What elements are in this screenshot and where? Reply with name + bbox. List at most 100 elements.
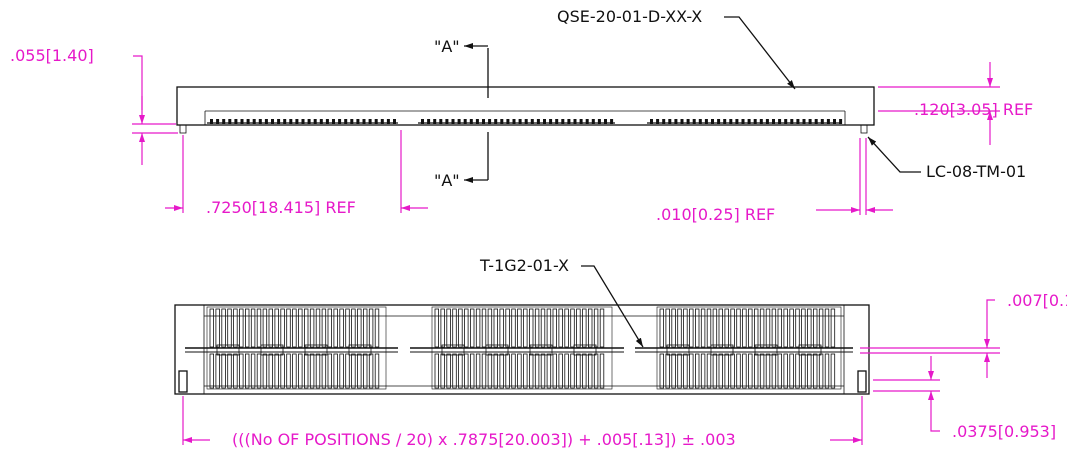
side-pin	[277, 119, 281, 124]
side-pin	[668, 119, 672, 124]
side-pin	[482, 119, 485, 124]
side-pin	[368, 119, 372, 124]
side-pin	[319, 119, 323, 124]
body-height-dimension: .120[3.05] REF	[914, 100, 1033, 119]
side-pin	[820, 119, 824, 124]
side-pin	[772, 119, 775, 124]
terminal-bank	[185, 306, 398, 390]
side-pin	[753, 119, 757, 124]
side-pin	[826, 119, 830, 124]
side-pin	[585, 119, 589, 124]
side-pin	[439, 119, 443, 124]
side-pin	[536, 119, 540, 124]
side-pin	[549, 119, 553, 124]
side-pin	[591, 119, 595, 124]
side-pin	[790, 119, 794, 124]
overall-length-dimension: (((No OF POSITIONS / 20) x .7875[20.003]…	[232, 430, 736, 449]
side-pin	[506, 119, 510, 124]
side-pin	[216, 119, 220, 124]
side-pin	[325, 119, 329, 124]
part-callouts: QSE-20-01-D-XX-X LC-08-TM-01 T-1G2-01-X	[479, 7, 1026, 348]
side-pin	[814, 119, 818, 124]
section-label-top: "A"	[434, 37, 460, 56]
side-view	[176, 86, 875, 134]
side-pin	[234, 119, 238, 124]
side-pin	[711, 119, 714, 124]
side-pin	[393, 119, 396, 124]
side-pin	[451, 119, 455, 124]
section-label-bottom: "A"	[434, 171, 460, 190]
side-pin	[264, 119, 268, 124]
top-view-body	[174, 304, 870, 395]
side-pin	[386, 119, 390, 124]
side-pin	[283, 119, 287, 124]
side-pin	[338, 119, 342, 124]
side-pin	[301, 119, 305, 124]
post-offset-dimension: .010[0.25] REF	[656, 205, 775, 224]
side-pin	[350, 119, 354, 124]
side-pin	[555, 119, 559, 124]
side-pin	[332, 119, 335, 124]
side-pin	[500, 119, 504, 124]
terminal-gap-dimension: .007[0.18]	[1007, 291, 1067, 310]
side-pin	[344, 119, 348, 124]
side-pin	[374, 119, 378, 124]
section-line-a: "A" "A"	[434, 37, 489, 190]
top-left-locator-post	[178, 370, 188, 393]
side-pin	[741, 119, 745, 124]
side-pin	[463, 119, 467, 124]
side-pin	[573, 119, 577, 124]
side-pin	[362, 119, 366, 124]
bank-pitch-dimension: .7250[18.415] REF	[206, 198, 356, 217]
side-pin	[307, 119, 311, 124]
side-pin	[680, 119, 684, 124]
left-locator-post	[179, 124, 187, 134]
side-pin	[674, 119, 678, 124]
top-view	[174, 304, 870, 395]
post-spacing-dimension: .0375[0.953]	[952, 422, 1056, 441]
side-pin	[494, 119, 498, 124]
side-pin	[457, 119, 461, 124]
side-view-body	[176, 86, 875, 126]
side-pin	[524, 119, 528, 124]
terminal-banks	[185, 306, 853, 390]
side-pin	[543, 119, 546, 124]
side-pin	[567, 119, 571, 124]
side-pin	[475, 119, 479, 124]
terminal-bank	[635, 306, 853, 390]
side-pin	[698, 119, 702, 124]
top-view-dimensions: .007[0.18] .0375[0.953] (((No OF POSITIO…	[182, 291, 1067, 449]
terminal-bank	[410, 306, 624, 390]
side-pin	[796, 119, 800, 124]
side-pin	[692, 119, 696, 124]
side-pin	[289, 119, 293, 124]
side-pin	[686, 119, 690, 124]
side-pin	[240, 119, 244, 124]
connector-part-label: QSE-20-01-D-XX-X	[557, 7, 702, 26]
side-pin	[604, 119, 607, 124]
side-pin	[765, 119, 769, 124]
side-pin	[356, 119, 360, 124]
side-pin	[258, 119, 262, 124]
side-pin	[747, 119, 751, 124]
side-pin	[839, 119, 843, 124]
side-pin	[778, 119, 782, 124]
locator-part-label: LC-08-TM-01	[926, 162, 1026, 181]
side-pin	[445, 119, 449, 124]
side-pin	[729, 119, 733, 124]
right-locator-post	[860, 124, 868, 134]
side-pin	[662, 119, 666, 124]
side-pin	[295, 119, 299, 124]
side-pin	[222, 119, 226, 124]
side-pin	[433, 119, 437, 124]
side-pin	[656, 119, 660, 124]
side-pin	[802, 119, 806, 124]
side-pin	[704, 119, 708, 124]
side-pin	[650, 119, 653, 124]
side-pin	[759, 119, 763, 124]
side-pin	[421, 119, 424, 124]
side-pin	[427, 119, 431, 124]
side-pin	[469, 119, 473, 124]
side-pin	[561, 119, 565, 124]
